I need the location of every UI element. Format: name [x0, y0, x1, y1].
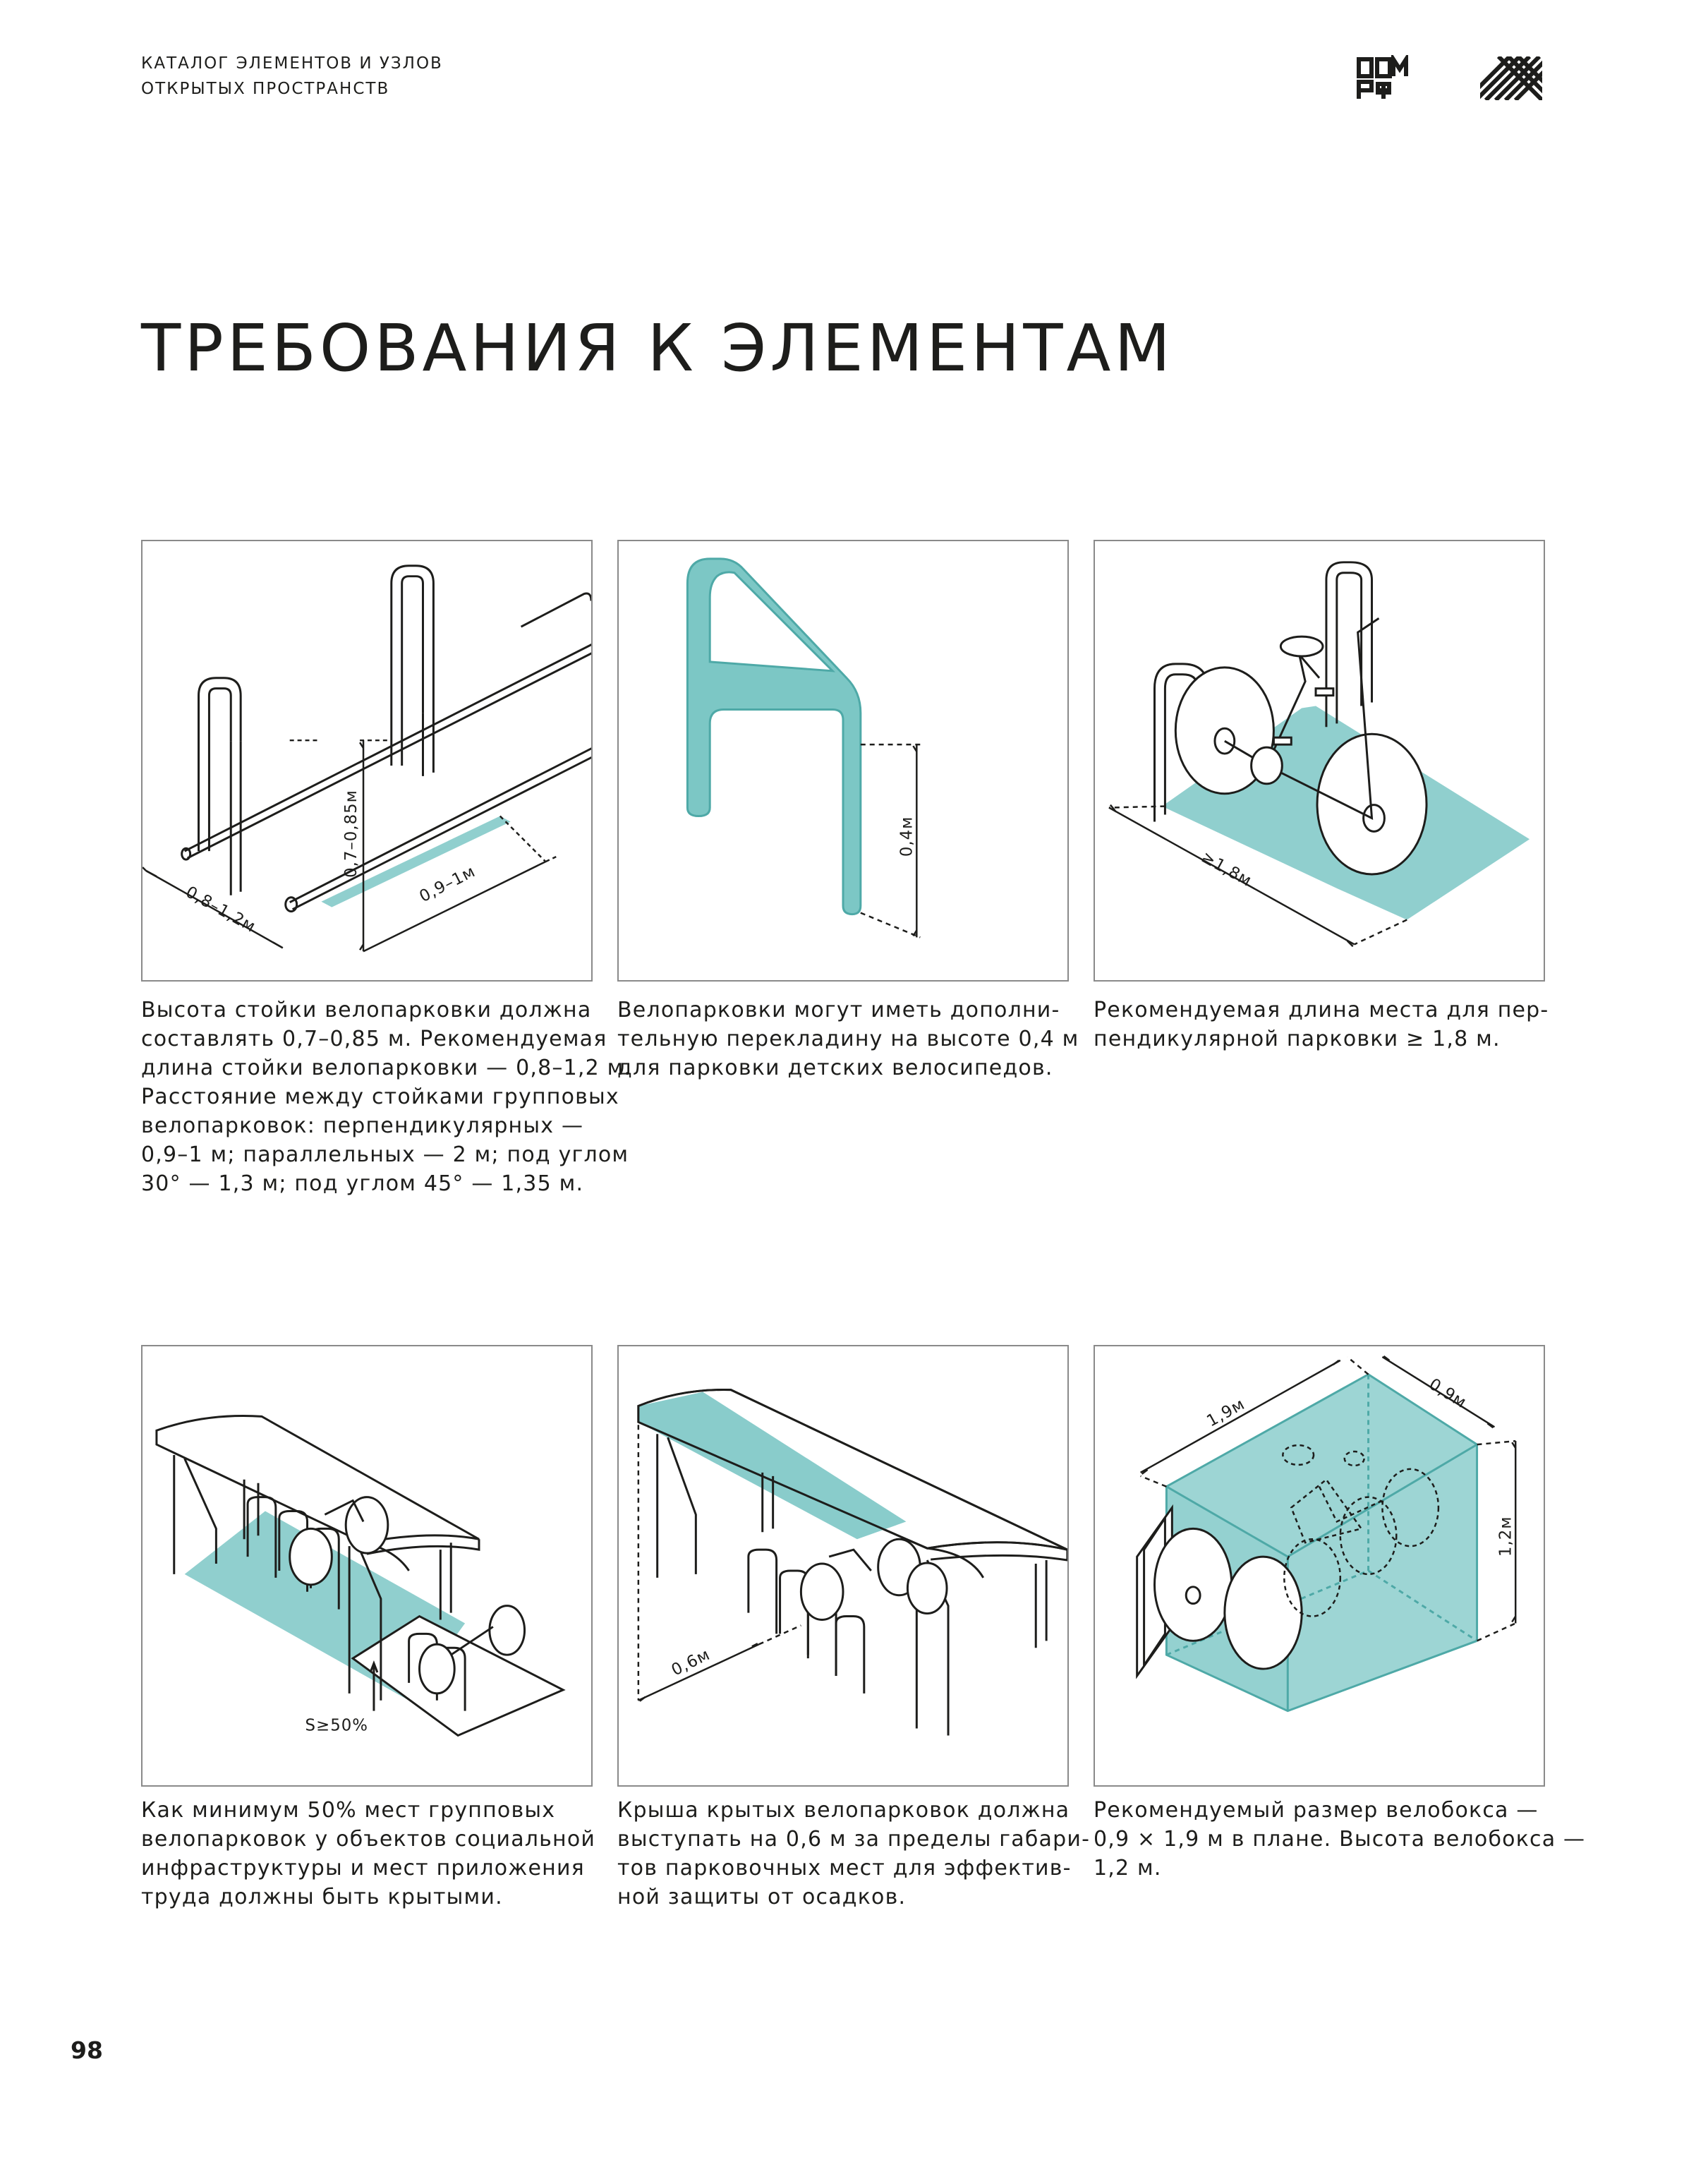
- caption-roof-overhang: Крыша крытых велопарковок должна выступа…: [617, 1798, 1091, 1909]
- roof-overhang-illustration: 0,6м: [637, 1388, 1067, 1736]
- label-rack-height: 0,7–0,85м: [342, 790, 361, 878]
- covered-parking-illustration: S≥50%: [155, 1415, 566, 1737]
- label-covered-share: S≥50%: [305, 1716, 368, 1734]
- caption-rack-crossbar: Велопарковки могут иметь дополни- тельну…: [617, 998, 1079, 1080]
- caption-covered-parking: Как минимум 50% мест групповых велопарко…: [141, 1798, 596, 1909]
- diagonal-pattern-logo-icon: [1480, 56, 1542, 100]
- label-crossbar-height: 0,4м: [897, 816, 916, 857]
- header-line-1: КАТАЛОГ ЭЛЕМЕНТОВ И УЗЛОВ: [141, 54, 443, 73]
- perpendicular-parking-illustration: ≥1,8м: [1108, 561, 1530, 948]
- label-parking-length: ≥1,8м: [1198, 848, 1255, 891]
- caption-perpendicular-parking: Рекомендуемая длина места для пер- пенди…: [1094, 998, 1549, 1051]
- header-line-2: ОТКРЫТЫХ ПРОСТРАНСТВ: [141, 80, 390, 98]
- label-roof-overhang: 0,6м: [669, 1646, 713, 1680]
- running-header: КАТАЛОГ ЭЛЕМЕНТОВ И УЗЛОВ ОТКРЫТЫХ ПРОСТ…: [141, 51, 443, 102]
- rack-crossbar-illustration: 0,4м: [686, 557, 921, 938]
- bike-rack-spacing-illustration: 0,8–1,2м 0,7–0,85м 0,9–1м: [143, 565, 591, 953]
- caption-rack-spacing: Высота стойки велопарковки должна состав…: [141, 998, 632, 1196]
- label-rack-length: 0,8–1,2м: [183, 883, 259, 936]
- card-perpendicular-parking: ≥1,8м: [1094, 540, 1545, 982]
- dom-rf-logo-icon: [1357, 55, 1408, 99]
- caption-bike-box: Рекомендуемый размер велобокса — 0,9 × 1…: [1094, 1798, 1586, 1881]
- card-rack-crossbar: 0,4м: [617, 540, 1069, 982]
- page-number: 98: [71, 2036, 103, 2064]
- label-box-width: 0,9м: [1426, 1375, 1470, 1413]
- page-title: ТРЕБОВАНИЯ К ЭЛЕМЕНТАМ: [141, 310, 1174, 386]
- bike-box-illustration: 1,9м 0,9м 1,2м: [1136, 1355, 1517, 1713]
- card-covered-parking: S≥50%: [141, 1345, 593, 1787]
- card-bike-box: 1,9м 0,9м 1,2м: [1094, 1345, 1545, 1787]
- card-rack-spacing: 0,8–1,2м 0,7–0,85м 0,9–1м: [141, 540, 593, 982]
- card-roof-overhang: 0,6м: [617, 1345, 1069, 1787]
- label-box-height: 1,2м: [1496, 1516, 1515, 1557]
